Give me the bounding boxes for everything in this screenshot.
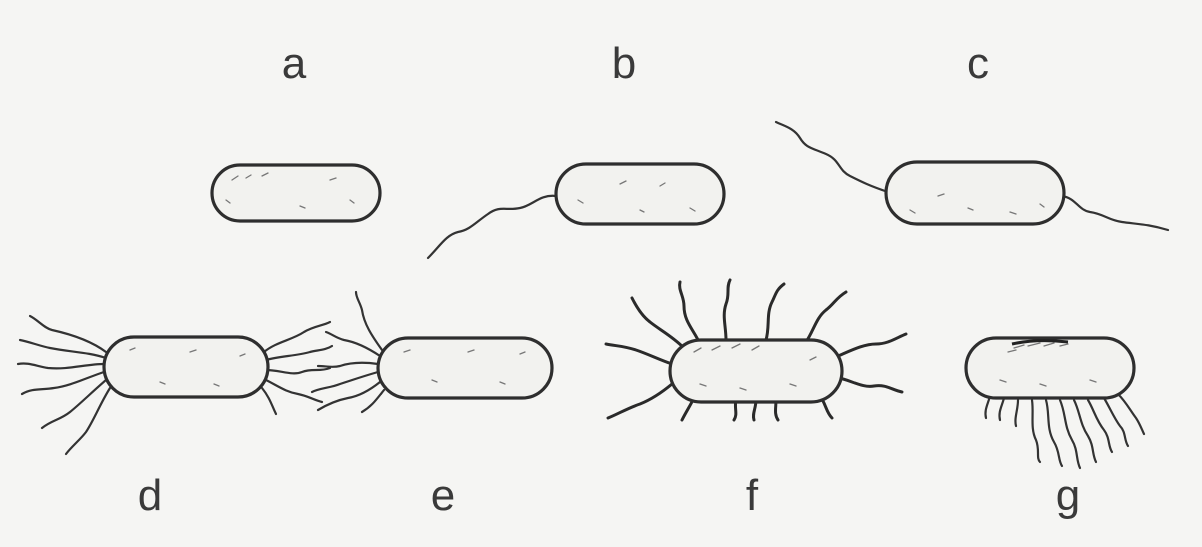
bacterium-a xyxy=(212,165,380,221)
flagellum-c-left xyxy=(776,122,888,192)
panel-label-f: f xyxy=(746,471,759,520)
flagellum-f-5 xyxy=(632,298,684,348)
cell-body-b xyxy=(556,164,724,224)
bacterium-c xyxy=(776,122,1168,230)
flagellum-d-9 xyxy=(266,368,330,373)
cell-body-e xyxy=(378,338,552,398)
panel-label-g: g xyxy=(1056,471,1080,520)
flagellum-d-8 xyxy=(266,346,332,360)
flagellum-b xyxy=(428,196,556,258)
flagellum-d-3 xyxy=(18,363,104,368)
flagellum-f-4 xyxy=(806,292,846,342)
flagellum-f-1 xyxy=(680,282,700,344)
flagellum-c-right xyxy=(1062,196,1168,230)
cell-body-f xyxy=(670,340,842,402)
flagellum-g-4 xyxy=(1032,400,1040,462)
flagellum-d-6 xyxy=(66,388,110,454)
panel-label-a: a xyxy=(282,39,307,88)
bacterium-b xyxy=(428,164,724,258)
flagellum-f-6 xyxy=(606,344,672,364)
flagellum-f-8 xyxy=(838,334,906,356)
flagellum-e-3 xyxy=(318,363,378,367)
panel-label-d: d xyxy=(138,471,162,520)
flagellum-d-2 xyxy=(20,340,106,358)
flagellum-g-1 xyxy=(985,396,990,418)
bacterium-g xyxy=(966,338,1144,468)
panel-label-b: b xyxy=(612,39,636,88)
flagellum-d-4 xyxy=(22,372,104,394)
flagellum-g-5 xyxy=(1046,400,1062,466)
panel-label-c: c xyxy=(967,39,989,88)
flagellum-d-5 xyxy=(42,380,106,428)
flagellum-f-9 xyxy=(840,378,902,392)
flagellum-f-3 xyxy=(766,284,784,340)
flagellum-f-7 xyxy=(608,384,672,418)
bacterium-f xyxy=(606,280,906,420)
flagellum-e-1 xyxy=(356,292,382,350)
flagellum-d-7 xyxy=(264,322,330,352)
panel-label-e: e xyxy=(431,471,455,520)
cell-body-g xyxy=(966,338,1134,398)
flagellum-f-2 xyxy=(724,280,730,340)
cell-body-c xyxy=(886,162,1064,224)
flagellum-g-2 xyxy=(999,398,1004,420)
bacterium-d xyxy=(18,316,332,454)
bacterium-e xyxy=(312,292,552,412)
cell-body-a xyxy=(212,165,380,221)
cell-body-d xyxy=(104,337,268,397)
flagellum-e-6 xyxy=(362,390,384,412)
flagellum-g-3 xyxy=(1015,400,1018,426)
flagellum-d-11 xyxy=(262,388,276,414)
